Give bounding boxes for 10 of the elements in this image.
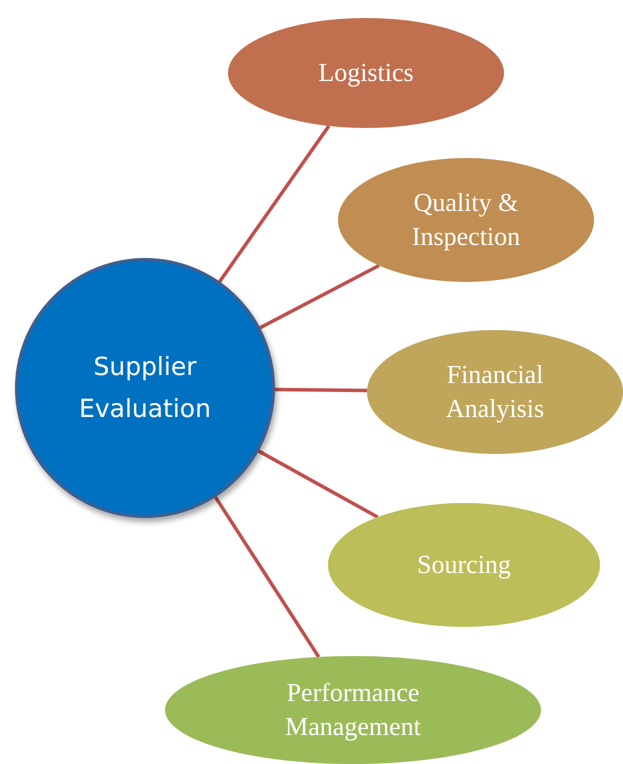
connector-line (258, 450, 379, 519)
connector-line (274, 388, 368, 392)
node-label: Financial Analyisis (444, 359, 546, 425)
connector-line (218, 124, 330, 283)
node-label: Performance Management (284, 677, 422, 743)
node-label: Sourcing (417, 549, 511, 582)
node-label: Quality & Inspection (410, 187, 522, 253)
node-label: Logistics (318, 57, 414, 90)
connector-line (259, 264, 380, 330)
node-label: Supplier Evaluation (78, 350, 212, 425)
